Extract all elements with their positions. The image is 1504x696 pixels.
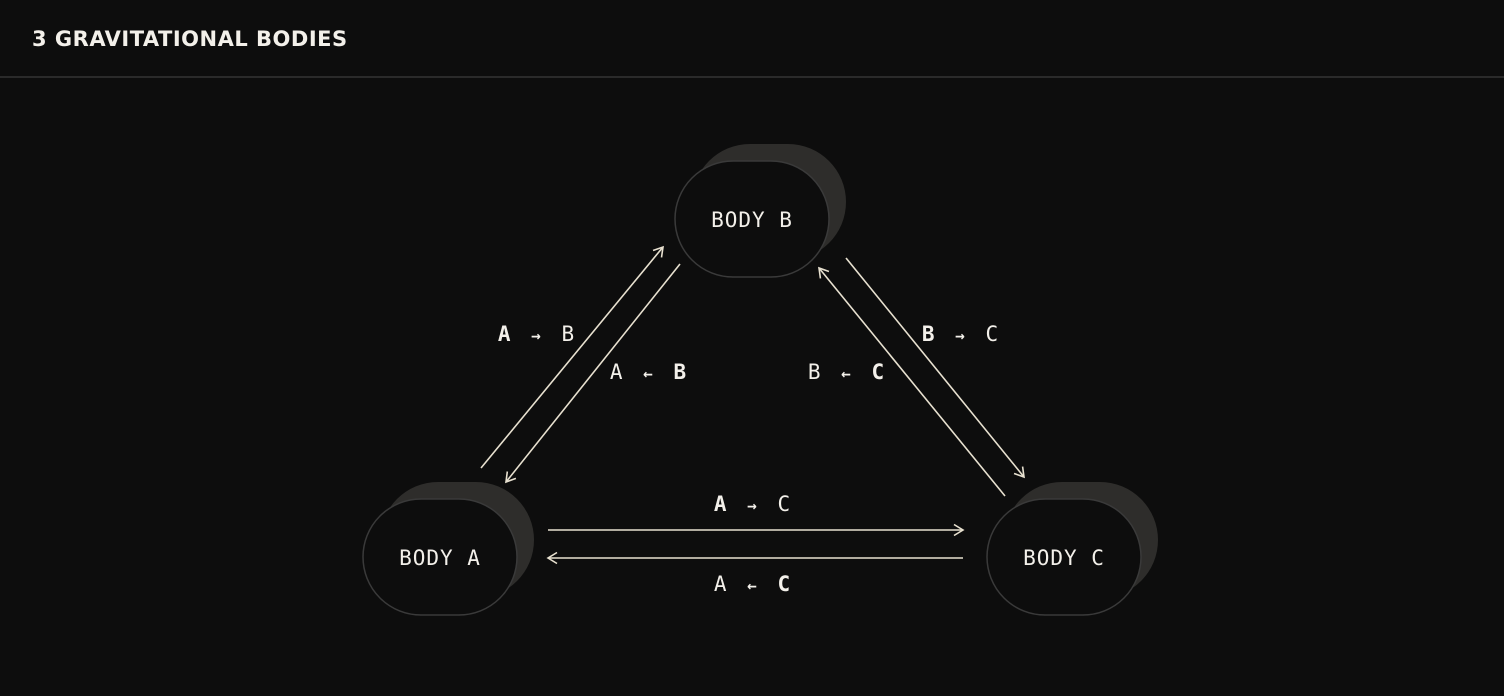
node-body-a[interactable]: BODY A (362, 482, 534, 616)
edge-c-to-b (818, 266, 1006, 497)
node-body-b[interactable]: BODY B (674, 144, 846, 278)
edge-label-b-to-c: B → C (922, 322, 998, 346)
edge-b-to-a (505, 263, 681, 484)
edge-label-c-to-b: B ← C (808, 360, 884, 384)
node-label-b: BODY B (711, 208, 793, 232)
header-bar: 3 GRAVITATIONAL BODIES (0, 0, 1504, 78)
node-label-c: BODY C (1023, 546, 1105, 570)
edge-b-to-c (845, 257, 1025, 479)
edge-label-a-to-c: A → C (714, 492, 790, 516)
node-body-c[interactable]: BODY C (986, 482, 1158, 616)
edge-a-to-b (480, 245, 664, 469)
node-label-a: BODY A (399, 546, 481, 570)
page-title: 3 GRAVITATIONAL BODIES (32, 27, 348, 51)
edge-label-c-to-a: A ← C (714, 572, 790, 596)
edge-label-a-to-b: A → B (498, 322, 574, 346)
edge-label-b-to-a: A ← B (610, 360, 686, 384)
